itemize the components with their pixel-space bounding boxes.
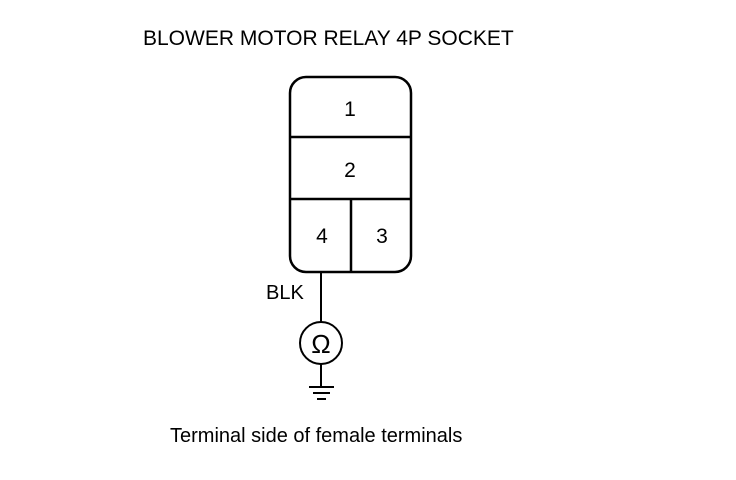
terminal-3-label: 3 bbox=[376, 225, 388, 248]
diagram-title: BLOWER MOTOR RELAY 4P SOCKET bbox=[143, 27, 514, 50]
ohmmeter-icon: Ω bbox=[299, 321, 343, 365]
diagram-caption: Terminal side of female terminals bbox=[170, 425, 463, 447]
ohm-symbol: Ω bbox=[311, 329, 330, 359]
terminal-4-label: 4 bbox=[316, 225, 328, 248]
wire-color-label: BLK bbox=[266, 282, 304, 304]
ground-icon bbox=[309, 386, 334, 400]
terminal-2-label: 2 bbox=[344, 159, 356, 182]
terminal-1-label: 1 bbox=[344, 98, 356, 121]
